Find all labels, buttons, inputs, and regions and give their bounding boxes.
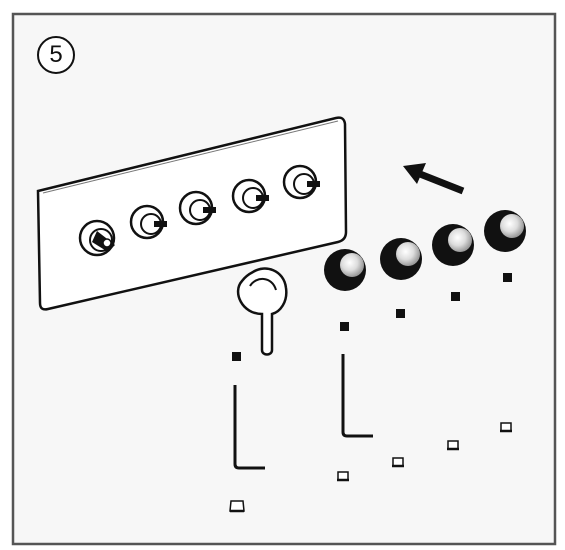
cover-cap — [447, 440, 459, 451]
knob — [432, 224, 474, 266]
lever-handle — [236, 267, 288, 356]
valve-stem — [282, 164, 320, 200]
grub-screw — [396, 309, 405, 318]
valve-stem — [129, 204, 167, 240]
grub-screw — [451, 292, 460, 301]
allen-key — [233, 385, 265, 470]
valve-stem — [231, 178, 269, 214]
knob — [484, 210, 526, 252]
knob — [324, 249, 366, 291]
allen-key — [341, 354, 373, 438]
cover-cap — [392, 457, 404, 468]
cover-cap — [229, 500, 245, 513]
grub-screw — [340, 322, 349, 331]
grub-screw — [503, 273, 512, 282]
step-number-circle — [37, 36, 75, 74]
valve-stem — [178, 190, 216, 226]
arrow-up-left-icon — [403, 163, 465, 195]
cover-cap — [500, 422, 512, 433]
valve-stem — [78, 219, 116, 257]
cover-cap — [337, 471, 349, 482]
knob — [380, 238, 422, 280]
step-number: 5 — [49, 41, 63, 68]
grub-screw — [232, 352, 241, 361]
